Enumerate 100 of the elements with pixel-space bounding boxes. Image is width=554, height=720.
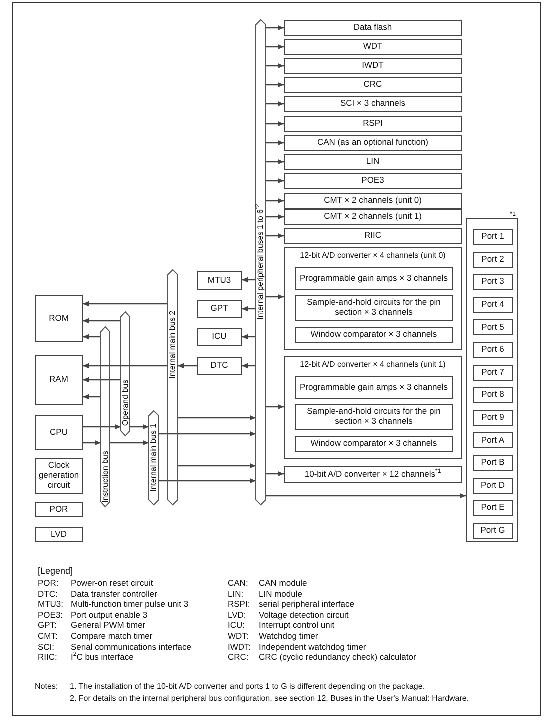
bus-label: Instruction bus bbox=[102, 450, 110, 504]
module-label: ICU bbox=[211, 332, 228, 342]
bus-connector bbox=[242, 306, 256, 312]
module-box bbox=[35, 355, 83, 405]
bus-connector bbox=[83, 301, 168, 307]
abbreviation: MTU3: bbox=[38, 600, 64, 609]
abbreviation-definition: CRC (cyclic redundancy check) calculator bbox=[259, 653, 416, 662]
module-box bbox=[197, 357, 242, 375]
abbreviation: POE3: bbox=[38, 610, 64, 620]
module-box bbox=[284, 466, 462, 483]
bus-connector bbox=[83, 440, 101, 446]
abbreviation-definition: Compare match timer bbox=[71, 632, 153, 640]
module-box bbox=[295, 327, 453, 343]
module-box bbox=[284, 135, 462, 151]
module-box bbox=[284, 77, 462, 93]
module-box bbox=[284, 20, 462, 36]
abbreviation: RSPI: bbox=[228, 600, 250, 609]
module-label: Port D bbox=[480, 480, 506, 490]
abbreviation: SCI: bbox=[38, 642, 55, 652]
section-heading: [Legend] bbox=[38, 567, 74, 576]
bus-connector bbox=[242, 363, 256, 369]
module-box bbox=[295, 295, 453, 321]
abbreviation: IWDT: bbox=[228, 642, 252, 652]
port-box bbox=[473, 252, 513, 268]
bus-connector bbox=[266, 471, 284, 477]
abbreviation-definition: I$^{2}$C bus interface bbox=[71, 653, 134, 662]
module-label: Window comparator × 3 channels bbox=[310, 439, 438, 449]
bus-connector bbox=[266, 101, 284, 107]
bus-connector bbox=[159, 431, 256, 437]
bus-connector bbox=[266, 214, 284, 220]
port-box bbox=[473, 387, 513, 404]
bus-connector bbox=[266, 233, 284, 239]
bus-connector bbox=[266, 159, 284, 165]
module-box bbox=[284, 96, 462, 112]
abbreviation: LVD: bbox=[228, 610, 246, 620]
module-label: Port B bbox=[480, 458, 506, 468]
bus-bar bbox=[101, 327, 110, 507]
port-box bbox=[473, 274, 513, 290]
bus-bar bbox=[256, 20, 266, 505]
module-box bbox=[197, 300, 242, 318]
module-label: Programmable gain amps × 3 channels bbox=[298, 274, 450, 284]
group-heading: 12-bit A/D converter × 4 channels (unit 1) bbox=[299, 360, 447, 369]
abbreviation-definition: Voltage detection circuit bbox=[259, 610, 349, 620]
port-box bbox=[473, 319, 513, 336]
bus-connector bbox=[130, 424, 149, 430]
bus-connector bbox=[266, 404, 284, 410]
bus-connector bbox=[83, 334, 101, 340]
module-box bbox=[295, 404, 453, 430]
module-box bbox=[284, 228, 462, 244]
port-box bbox=[473, 342, 513, 358]
bus-connector bbox=[110, 440, 149, 446]
module-box bbox=[35, 415, 83, 450]
note-text: 1. The installation of the 10-bit A/D converter and ports 1 to G is different depending on the package. bbox=[70, 683, 426, 691]
bus-bar bbox=[149, 411, 159, 505]
bus-connector bbox=[83, 424, 121, 430]
module-box bbox=[35, 295, 83, 342]
module-label: SCI × 3 channels bbox=[340, 99, 406, 109]
abbreviation-definition: General PWM timer bbox=[71, 621, 146, 630]
module-label: POR bbox=[48, 504, 70, 514]
bus-label: Operand bus bbox=[122, 380, 130, 426]
abbreviation-definition: CAN module bbox=[259, 579, 308, 588]
module-label: Sample-and-hold circuits for the pin section × 3 channels bbox=[306, 407, 442, 427]
module-box bbox=[284, 116, 462, 132]
module-box bbox=[284, 209, 462, 225]
port-box bbox=[473, 522, 513, 539]
bus-label: Internal main bus 2 bbox=[169, 310, 177, 380]
abbreviation-definition: LIN module bbox=[259, 590, 302, 598]
module-label: ROM bbox=[48, 314, 70, 324]
bus-connector bbox=[266, 140, 284, 146]
module-label: RIIC bbox=[364, 231, 382, 241]
module-label: DTC bbox=[210, 361, 230, 371]
module-box bbox=[295, 436, 453, 452]
abbreviation: CRC: bbox=[228, 653, 249, 662]
module-label: Port 9 bbox=[480, 412, 506, 423]
section-heading: Notes: bbox=[35, 683, 58, 691]
module-label: Port 4 bbox=[480, 300, 506, 310]
module-label: MTU3 bbox=[206, 276, 232, 286]
module-label: Window comparator × 3 channels bbox=[310, 330, 438, 340]
module-box bbox=[35, 527, 83, 542]
module-label: Data flash bbox=[352, 23, 394, 33]
module-label: RAM bbox=[48, 375, 70, 385]
abbreviation: CMT: bbox=[38, 632, 58, 640]
module-box bbox=[295, 267, 453, 290]
bus-connector bbox=[83, 363, 168, 369]
bus-connector bbox=[242, 277, 256, 283]
port-box bbox=[473, 432, 513, 448]
bus-connector bbox=[266, 121, 284, 127]
bus-connector bbox=[178, 363, 197, 369]
module-box bbox=[197, 328, 242, 346]
port-box bbox=[473, 296, 513, 313]
bus-label: Internal main bus 1 bbox=[150, 424, 158, 492]
module-box bbox=[35, 502, 83, 517]
bus-connector bbox=[266, 294, 284, 300]
abbreviation-definition: Multi-function timer pulse unit 3 bbox=[71, 600, 189, 609]
module-label: RSPI bbox=[362, 119, 384, 129]
abbreviation-definition: Power-on reset circuit bbox=[71, 579, 154, 588]
bus-connector bbox=[83, 318, 121, 324]
bus-connector bbox=[159, 478, 256, 484]
abbreviation: ICU: bbox=[228, 621, 245, 630]
abbreviation: GPT: bbox=[38, 621, 57, 630]
